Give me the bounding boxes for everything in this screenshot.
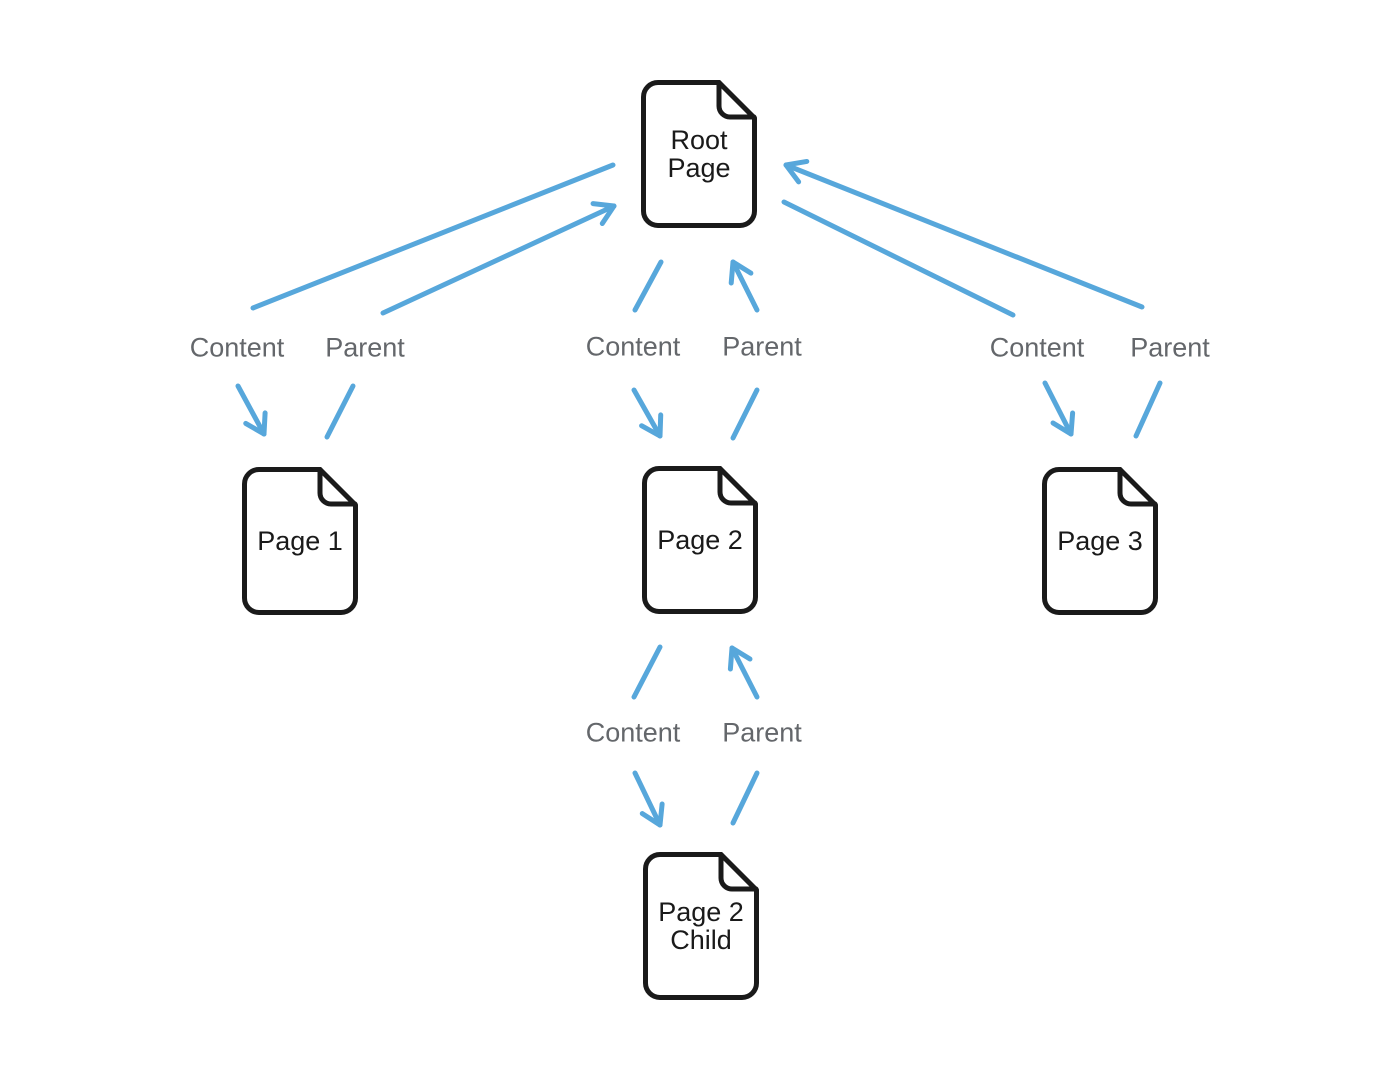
node-label-line: Page 2 bbox=[658, 896, 744, 927]
node-label-line: Page 1 bbox=[257, 525, 343, 556]
node-label-line: Root bbox=[670, 124, 728, 155]
left-content-arrow-upper bbox=[250, 162, 616, 311]
right-parent-arrow-upper bbox=[783, 158, 1145, 310]
node-label-line: Page 3 bbox=[1057, 525, 1143, 556]
edge-label-middle-content: Content bbox=[585, 331, 681, 362]
left-parent-arrow-lower bbox=[324, 383, 356, 440]
middle-content-arrow-upper bbox=[632, 259, 664, 313]
bottom-content-arrow-upper bbox=[631, 644, 663, 700]
edge-label-right-parent: Parent bbox=[1130, 332, 1210, 363]
edge-label-right-content: Content bbox=[989, 332, 1085, 363]
edge-label-bottom-parent: Parent bbox=[722, 717, 802, 748]
left-content-arrow-lower bbox=[235, 383, 268, 437]
right-content-arrow-lower bbox=[1042, 380, 1076, 437]
edge-label-middle-parent: Parent bbox=[722, 331, 802, 362]
document-icon bbox=[643, 852, 759, 1000]
bottom-parent-arrow-upper bbox=[727, 645, 760, 700]
middle-content-arrow-lower bbox=[631, 387, 664, 439]
right-content-arrow-upper bbox=[781, 199, 1016, 318]
document-icon bbox=[642, 466, 758, 614]
node-label-line: Page 2 bbox=[657, 524, 743, 555]
document-icon bbox=[242, 467, 358, 615]
edge-label-left-content: Content bbox=[189, 332, 285, 363]
edge-label-left-parent: Parent bbox=[325, 332, 405, 363]
node-label-line: Child bbox=[670, 925, 732, 955]
node-label: Page 3 bbox=[1042, 467, 1158, 615]
document-icon bbox=[641, 80, 757, 228]
node-page-2-child: Page 2 Child bbox=[643, 852, 759, 1000]
node-page-3: Page 3 bbox=[1042, 467, 1158, 615]
left-parent-arrow-upper bbox=[380, 201, 617, 316]
node-root-page: Root Page bbox=[641, 80, 757, 228]
right-parent-arrow-lower bbox=[1133, 380, 1163, 439]
node-page-1: Page 1 bbox=[242, 467, 358, 615]
document-icon bbox=[1042, 467, 1158, 615]
node-page-2: Page 2 bbox=[642, 466, 758, 614]
node-label: Page 2 bbox=[642, 466, 758, 614]
middle-parent-arrow-upper bbox=[728, 259, 760, 313]
node-label: Page 1 bbox=[242, 467, 358, 615]
edge-label-bottom-content: Content bbox=[585, 717, 681, 748]
node-label-line: Page bbox=[667, 153, 731, 183]
bottom-content-arrow-lower bbox=[632, 770, 665, 828]
node-label: Page 2 Child bbox=[643, 852, 759, 1000]
node-label: Root Page bbox=[641, 80, 757, 228]
middle-parent-arrow-lower bbox=[730, 387, 760, 441]
bottom-parent-arrow-lower bbox=[730, 770, 760, 826]
